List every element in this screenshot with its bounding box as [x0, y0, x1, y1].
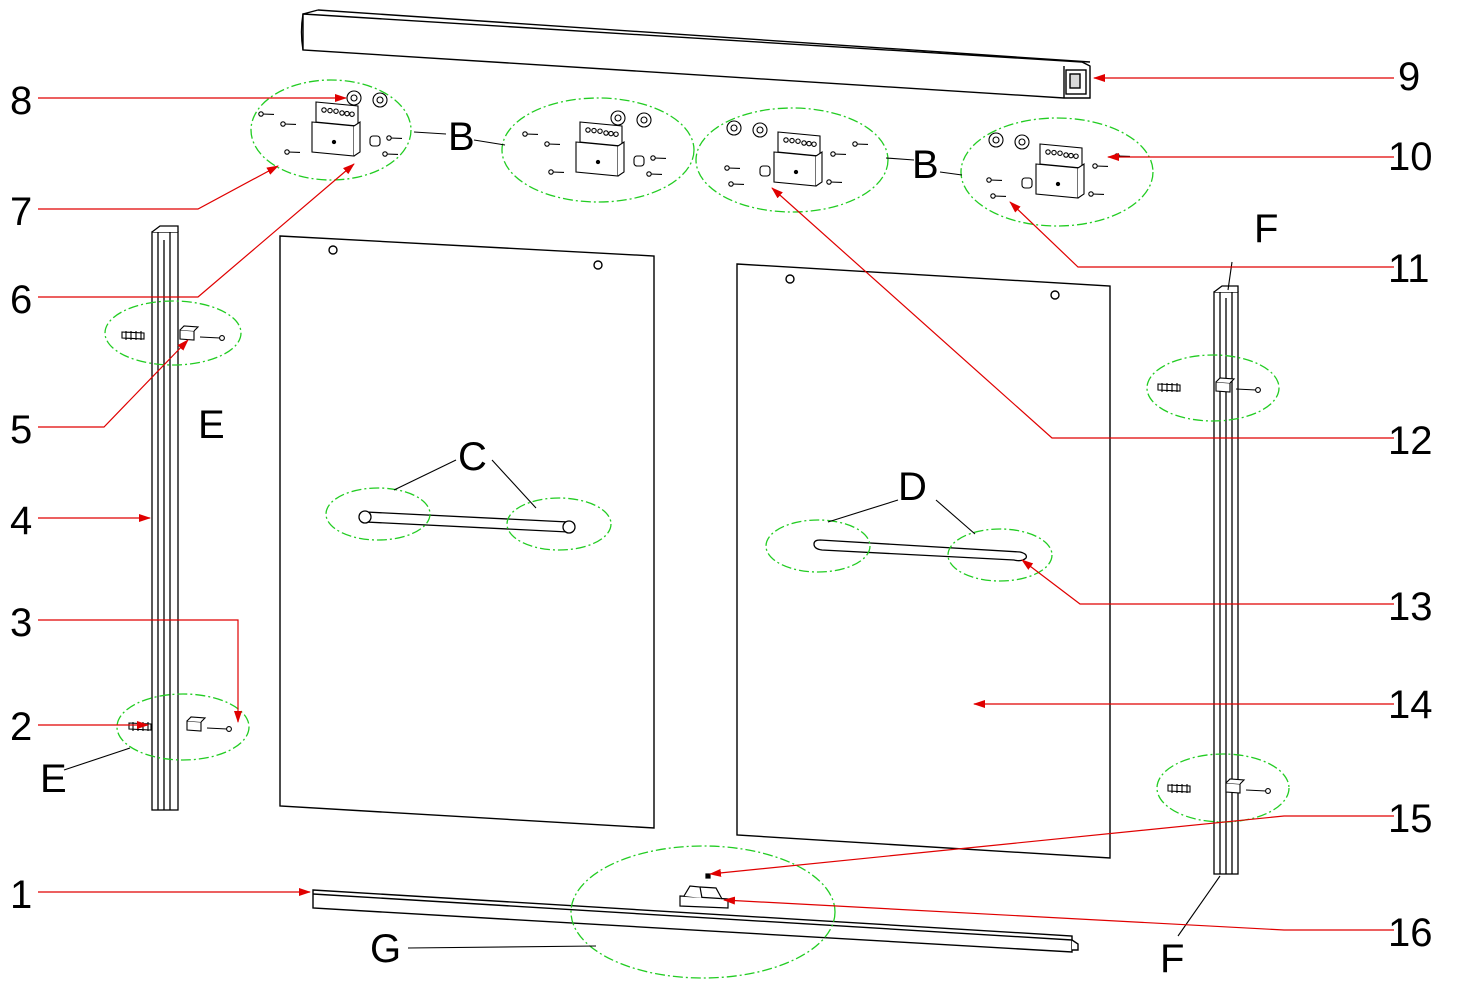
group-letter-label: E: [198, 403, 225, 447]
part-number-label: 4: [10, 499, 32, 543]
part-number-label: 12: [1388, 419, 1433, 463]
part-number-label: 8: [10, 79, 32, 123]
leader-line: [38, 166, 278, 209]
group-letter-label: G: [370, 927, 401, 971]
part-number-label: 10: [1388, 135, 1433, 179]
leader-lines: [38, 78, 1394, 930]
part-number-label: 1: [10, 873, 32, 917]
carriage-set: [725, 121, 868, 186]
left-wall-profile: [152, 226, 178, 810]
glass-panel-left: [280, 236, 654, 828]
roller-carriage-sets: [259, 91, 1130, 198]
carriage-set: [987, 133, 1130, 198]
part-number-label: 2: [10, 705, 32, 749]
group-letter-label: F: [1160, 937, 1184, 980]
top-rail: [302, 10, 1091, 98]
group-letter-label: D: [898, 465, 927, 509]
group-letter-label: B: [912, 143, 939, 187]
group-letter-label: B: [448, 115, 475, 159]
carriage-set: [259, 91, 402, 156]
glass-panel-right: [737, 264, 1110, 858]
group-letter-label: F: [1254, 207, 1278, 251]
group-letter-label: C: [458, 435, 487, 479]
floor-guide: [680, 874, 728, 908]
wall-fixing-set: [1158, 378, 1260, 392]
part-number-label: 13: [1388, 585, 1433, 629]
leader-line: [1010, 202, 1394, 267]
part-number-label: 15: [1388, 797, 1433, 841]
carriage-set: [523, 111, 666, 176]
part-number-label: 11: [1388, 247, 1430, 291]
wall-fixing-set: [129, 717, 231, 731]
group-letter-label: E: [40, 757, 67, 801]
part-number-label: 14: [1388, 683, 1433, 727]
part-number-label: 16: [1388, 911, 1433, 955]
part-number-label: 3: [10, 601, 32, 645]
part-number-label: 9: [1398, 55, 1420, 99]
leader-line: [38, 620, 238, 722]
part-number-label: 6: [10, 278, 32, 322]
part-number-label: 7: [10, 190, 32, 234]
part-number-label: 5: [10, 408, 32, 452]
